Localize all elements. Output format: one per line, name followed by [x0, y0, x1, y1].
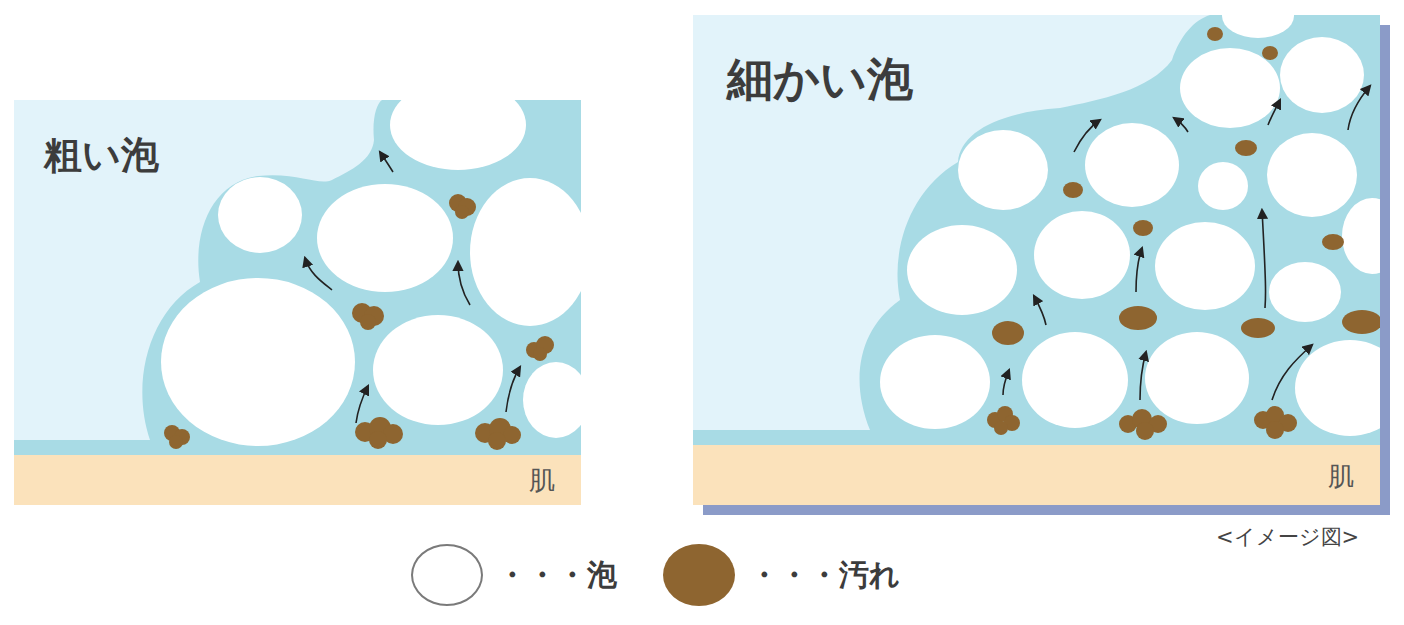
legend-swatch [663, 544, 735, 606]
legend-swatch [411, 544, 483, 606]
skin-label: 肌 [529, 463, 555, 498]
coarse-foam-panel [14, 100, 581, 505]
panel-title: 細かい泡 [727, 49, 913, 111]
legend-text: ・・・汚れ [749, 555, 900, 596]
fine-foam-panel [693, 15, 1380, 505]
skin-band: 肌 [693, 445, 1380, 505]
skin-label: 肌 [1328, 459, 1354, 494]
coarse-foam-panel: 粗い泡肌 [14, 100, 581, 505]
fine-foam-panel: 細かい泡肌 [693, 15, 1380, 505]
skin-band: 肌 [14, 455, 581, 505]
caption: <イメージ図> [1216, 523, 1359, 551]
legend-text: ・・・泡 [497, 555, 617, 596]
legend: ・・・泡 ・・・汚れ [411, 544, 946, 606]
panel-title: 粗い泡 [44, 130, 159, 181]
